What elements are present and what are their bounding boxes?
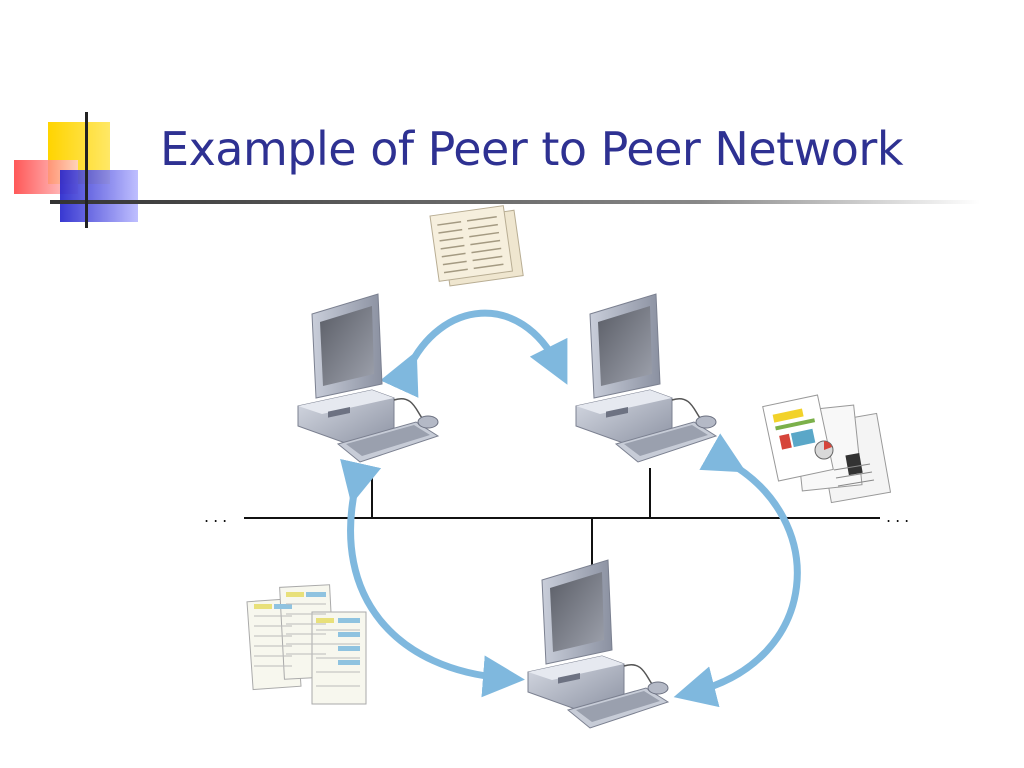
blue-square [60, 170, 138, 222]
spreadsheet-document [429, 205, 524, 287]
vertical-rule [85, 112, 88, 228]
computer-top-left [297, 293, 439, 463]
computer-bottom [527, 559, 669, 729]
arrow-top [380, 309, 568, 398]
arrow-left [340, 458, 525, 698]
bus-ellipsis-right: ... [886, 507, 913, 526]
report-documents [762, 394, 892, 504]
title-rule [50, 200, 980, 204]
computer-top-right [575, 293, 717, 463]
bus-ellipsis-left: ... [204, 507, 231, 526]
table-documents [246, 584, 367, 705]
title-decoration [14, 112, 980, 228]
arrow-right [673, 433, 801, 708]
slide-title: Example of Peer to Peer Network [160, 122, 903, 176]
